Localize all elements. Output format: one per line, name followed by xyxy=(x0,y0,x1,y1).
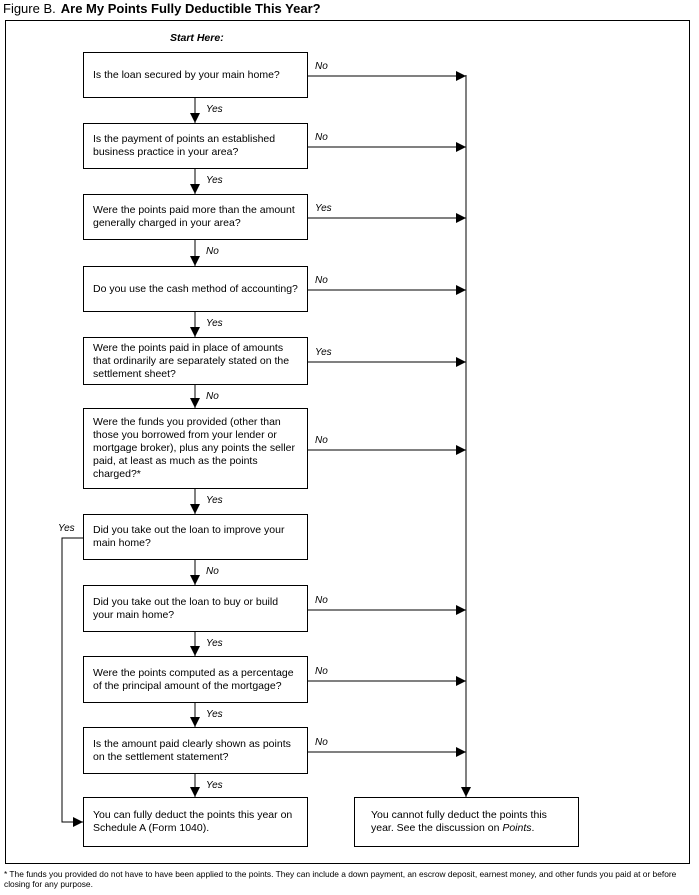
question-box-4: Do you use the cash method of accounting… xyxy=(83,266,308,312)
question-6-right-label: No xyxy=(315,435,328,446)
left-arrow-7 xyxy=(61,537,83,827)
final-yes-text: You can fully deduct the points this yea… xyxy=(93,809,293,834)
question-text-10: Is the amount paid clearly shown as poin… xyxy=(93,737,291,763)
question-box-1: Is the loan secured by your main home? xyxy=(83,52,308,98)
question-text-5: Were the points paid in place of amounts… xyxy=(93,341,290,380)
question-1-down-label: Yes xyxy=(206,104,223,115)
flowchart-frame xyxy=(5,20,690,864)
final-no-end: . xyxy=(531,822,535,834)
question-3-down-label: No xyxy=(206,246,219,257)
question-text-8: Did you take out the loan to buy or buil… xyxy=(93,595,279,621)
question-box-8: Did you take out the loan to buy or buil… xyxy=(83,585,308,632)
question-7-left-label: Yes xyxy=(58,523,75,534)
figure-header: Figure B. Are My Points Fully Deductible … xyxy=(3,1,321,16)
question-text-6: Were the funds you provided (other than … xyxy=(93,416,295,480)
question-box-10: Is the amount paid clearly shown as poin… xyxy=(83,727,308,774)
question-text-4: Do you use the cash method of accounting… xyxy=(93,282,298,295)
question-text-9: Were the points computed as a percentage… xyxy=(93,666,294,692)
question-box-9: Were the points computed as a percentage… xyxy=(83,656,308,703)
question-box-7: Did you take out the loan to improve you… xyxy=(83,514,308,560)
question-text-7: Did you take out the loan to improve you… xyxy=(93,524,285,549)
start-label: Start Here: xyxy=(170,32,224,44)
question-10-right-label: No xyxy=(315,737,328,748)
final-no-text-wrap: You cannot fully deduct the points this … xyxy=(371,809,572,835)
question-box-2: Is the payment of points an established … xyxy=(83,123,308,169)
question-10-down-label: Yes xyxy=(206,780,223,791)
question-3-right-label: Yes xyxy=(315,203,332,214)
final-no-box: You cannot fully deduct the points this … xyxy=(354,797,579,847)
question-8-down-label: Yes xyxy=(206,638,223,649)
question-9-down-label: Yes xyxy=(206,709,223,720)
final-no-text: You cannot fully deduct the points this … xyxy=(371,809,547,834)
final-yes-box: You can fully deduct the points this yea… xyxy=(83,797,308,847)
question-8-right-label: No xyxy=(315,595,328,606)
question-4-right-label: No xyxy=(315,275,328,286)
question-box-3: Were the points paid more than the amoun… xyxy=(83,194,308,240)
question-6-down-label: Yes xyxy=(206,495,223,506)
question-4-down-label: Yes xyxy=(206,318,223,329)
question-box-5: Were the points paid in place of amounts… xyxy=(83,337,308,385)
question-5-right-label: Yes xyxy=(315,347,332,358)
question-9-right-label: No xyxy=(315,666,328,677)
figure-title: Are My Points Fully Deductible This Year… xyxy=(60,1,321,16)
question-7-down-label: No xyxy=(206,566,219,577)
footnote: * The funds you provided do not have to … xyxy=(4,869,677,889)
question-2-down-label: Yes xyxy=(206,175,223,186)
question-text-3: Were the points paid more than the amoun… xyxy=(93,204,295,229)
question-2-right-label: No xyxy=(315,132,328,143)
question-text-1: Is the loan secured by your main home? xyxy=(93,68,280,81)
question-text-2: Is the payment of points an established … xyxy=(93,133,276,158)
question-1-right-label: No xyxy=(315,61,328,72)
figure-label: Figure B. xyxy=(3,1,56,16)
question-5-down-label: No xyxy=(206,391,219,402)
final-no-emphasis: Points xyxy=(502,822,532,834)
question-box-6: Were the funds you provided (other than … xyxy=(83,408,308,489)
